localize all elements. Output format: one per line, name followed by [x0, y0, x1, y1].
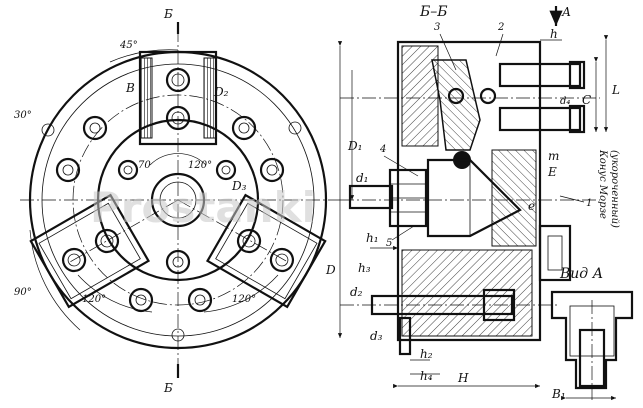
- section-view: Б–Б: [325, 4, 620, 389]
- bolt: [165, 249, 191, 275]
- dim-d1-label: d₁: [356, 171, 369, 185]
- dim-h-label: h: [550, 27, 558, 41]
- dim-m-label: m: [548, 149, 559, 163]
- bolt: [128, 287, 154, 313]
- angle-70-label: 70: [138, 160, 151, 171]
- outer-hole: [171, 328, 185, 342]
- body-hatch-bottom: [401, 249, 533, 337]
- dim-h2-label: h₂: [420, 347, 433, 361]
- morse-line-1: Конус Морзе: [597, 149, 608, 219]
- dim-D-label: D: [325, 263, 336, 277]
- central-cone: [426, 158, 522, 238]
- view-a-title: Вид А: [559, 266, 603, 282]
- callout-1: 1: [586, 198, 592, 209]
- outer-hole: [41, 123, 55, 137]
- angle-arc-120-inner: [149, 153, 207, 166]
- angle-arc-45: [109, 49, 179, 63]
- front-view: Б Б 45° 30° 90° 120° 120° 120° 70 B D₂ D…: [14, 7, 340, 395]
- bolt: [215, 159, 237, 181]
- body-hatch-right: [491, 149, 537, 247]
- dim-E-label: E: [547, 165, 557, 179]
- mounting-bolts: [55, 115, 285, 313]
- view-a-outline: [550, 290, 634, 390]
- dim-B1-label: B₁: [551, 387, 566, 401]
- angle-45-label: 45°: [119, 40, 138, 51]
- screw-d1: [348, 184, 394, 210]
- dim-D1-label: D₁: [347, 139, 362, 153]
- dim-h4-label: h₄: [420, 369, 433, 383]
- right-jaw: [205, 193, 327, 309]
- dim-D3-label: D₃: [231, 179, 247, 193]
- angle-120-right-label: 120°: [232, 294, 256, 305]
- dim-L-label: L: [611, 83, 620, 97]
- section-mark-top: Б: [163, 7, 173, 21]
- dim-B-label: B: [125, 81, 135, 95]
- dim-h3-label: h₃: [358, 261, 371, 275]
- outer-hole: [288, 121, 302, 135]
- callout-3: 3: [434, 22, 440, 33]
- lever-3: [431, 59, 481, 151]
- bolt: [117, 159, 139, 181]
- chuck-body-section: [396, 40, 542, 342]
- angle-30-label: 30°: [14, 110, 32, 121]
- callout-5: 5: [386, 238, 392, 249]
- dim-D2-label: D₂: [213, 85, 229, 99]
- jaw-bolt-lower: [498, 106, 582, 132]
- callout-4: 4: [379, 144, 386, 155]
- section-mark-bottom: Б: [163, 381, 173, 395]
- dim-d3-label: d₃: [370, 329, 383, 343]
- bolt: [187, 287, 213, 313]
- bolt: [259, 157, 285, 183]
- morse-line-2: (укороченный): [609, 150, 620, 228]
- dim-h1-label: h₁: [366, 231, 379, 245]
- angle-arc-120-right: [203, 274, 279, 313]
- pin-d3: [398, 316, 412, 356]
- dim-d2-label: d₂: [350, 285, 363, 299]
- dim-d4-label: d₄: [560, 96, 570, 107]
- section-title: Б–Б: [419, 4, 448, 20]
- dim-C-label: C: [582, 93, 591, 107]
- angle-arc-120-left: [77, 274, 153, 313]
- angle-arc-90: [29, 229, 81, 331]
- bolt: [231, 115, 257, 141]
- angle-120-inner-label: 120°: [188, 160, 212, 171]
- morse-cone-note: Конус Морзе (укороченный): [597, 149, 620, 228]
- bolt: [55, 157, 81, 183]
- view-arrow-label: А: [561, 5, 571, 19]
- angle-90-label: 90°: [14, 287, 32, 298]
- left-jaw: [29, 193, 151, 309]
- dim-e-label: e: [528, 199, 535, 213]
- bolt: [82, 115, 108, 141]
- callout-2: 2: [497, 22, 504, 33]
- dim-H-label: H: [457, 371, 469, 385]
- section-line-right: [177, 199, 289, 263]
- top-jaw: [138, 50, 218, 146]
- watermark: Prostanki: [90, 183, 316, 232]
- right-bolt: [538, 224, 572, 282]
- angle-120-left-label: 120°: [82, 294, 106, 305]
- jaw-bolt-upper: [498, 62, 582, 88]
- view-a: Вид А B₁: [550, 266, 634, 401]
